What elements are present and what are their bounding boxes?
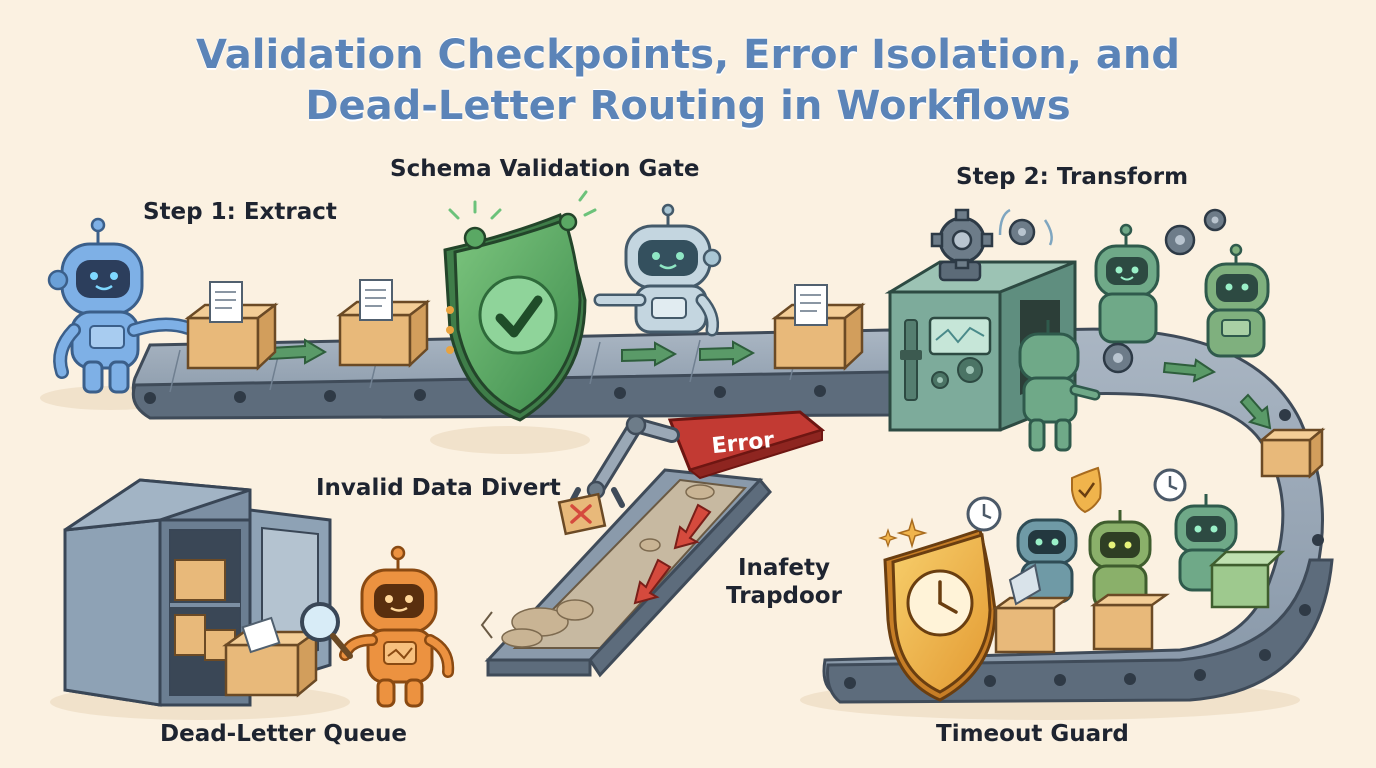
timeout-shield: [878, 517, 997, 702]
label-trapdoor-line-2: Trapdoor: [726, 583, 842, 609]
label-trapdoor: Inafety Trapdoor: [722, 554, 846, 610]
floating-gears: [1164, 208, 1227, 256]
error-trapdoor-lid: [667, 410, 826, 480]
trapdoor-chute: [480, 468, 772, 678]
package-2: [336, 279, 431, 368]
schema-validation-shield: [443, 190, 597, 422]
transform-robot-right: [1204, 243, 1270, 358]
timer-icons: [966, 466, 1187, 532]
transform-robot-middle: [1094, 223, 1160, 374]
package-curve: [1258, 427, 1326, 479]
data-packages-main-belt: [184, 279, 866, 371]
flow-arrows: [269, 338, 1272, 430]
label-step-2-transform: Step 2: Transform: [956, 164, 1189, 190]
transform-robot-front: [1018, 320, 1101, 452]
label-schema-validation-gate: Schema Validation Gate: [390, 156, 700, 182]
timeout-robot-2: [1088, 510, 1170, 651]
label-invalid-data-divert: Invalid Data Divert: [316, 475, 561, 501]
dlq-package: [222, 616, 320, 698]
dlq-inspector-robot: [339, 545, 455, 708]
rejected-package: [557, 492, 607, 536]
extract-robot: [47, 217, 195, 394]
magnifying-glass-icon: [300, 602, 353, 659]
label-dead-letter-queue: Dead-Letter Queue: [160, 721, 407, 747]
gate-inspector-robot: [593, 203, 722, 337]
diagram-title-line-1: Validation Checkpoints, Error Isolation,…: [196, 32, 1180, 78]
package-1: [184, 281, 279, 371]
label-step-1-extract: Step 1: Extract: [143, 199, 337, 225]
timeout-robot-1: [992, 518, 1078, 654]
label-trapdoor-line-1: Inafety: [737, 555, 831, 581]
diagram-title-line-2: Dead-Letter Routing in Workflows: [305, 83, 1071, 129]
package-3: [771, 284, 866, 371]
label-timeout-guard: Timeout Guard: [936, 721, 1129, 747]
timeout-robot-3: [1174, 494, 1286, 609]
